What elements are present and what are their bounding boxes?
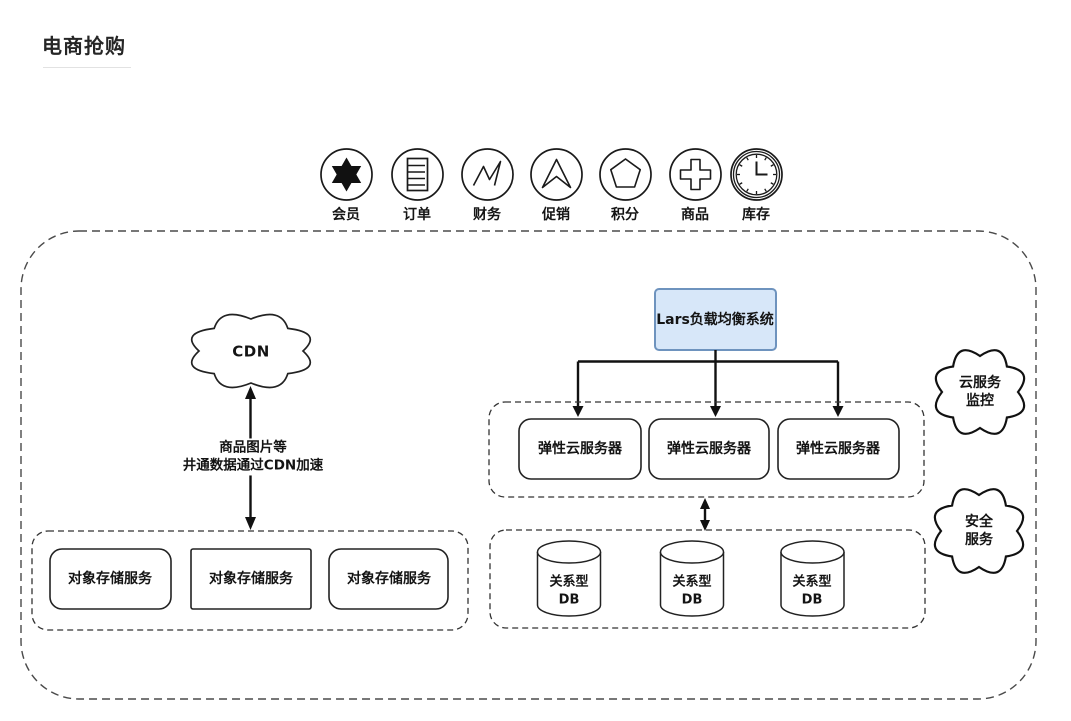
database-label: 关系型 DB (549, 574, 589, 607)
database-group (489, 529, 926, 629)
service-label: 库存 (742, 207, 770, 223)
monitor-cloud-label: 云服务 监控 (959, 374, 1001, 409)
object-storage-label: 对象存储服务 (347, 570, 431, 587)
elastic-server-label: 弹性云服务器 (667, 440, 751, 457)
service-label: 财务 (473, 207, 501, 223)
load-balancer-connectors (572, 350, 844, 417)
service-label: 促销 (542, 207, 570, 223)
title-underline (43, 67, 131, 68)
service-label: 订单 (403, 207, 431, 223)
elastic-server-node[interactable] (777, 418, 900, 480)
service-label: 商品 (681, 207, 709, 223)
service-points[interactable]: 积分 (585, 148, 665, 224)
order-list-icon (390, 148, 444, 201)
database-node[interactable] (780, 540, 845, 617)
cloud-platform-boundary (20, 230, 1037, 700)
points-pentagon-icon (598, 148, 652, 201)
service-order[interactable]: 订单 (377, 148, 457, 224)
service-member[interactable]: 会员 (306, 148, 386, 224)
server-db-connector (700, 498, 710, 531)
database-node[interactable] (536, 540, 602, 617)
object-storage-node[interactable] (190, 548, 312, 610)
service-label: 积分 (611, 207, 639, 223)
service-label: 会员 (332, 207, 360, 223)
database-label: 关系型 DB (672, 574, 712, 607)
monitor-cloud-node[interactable] (934, 349, 1026, 435)
service-promotion[interactable]: 促销 (516, 148, 596, 224)
object-storage-node[interactable] (49, 548, 172, 610)
elastic-servers-group (488, 401, 925, 498)
product-plus-icon (668, 148, 722, 201)
load-balancer-label: Lars负载均衡系统 (656, 311, 774, 328)
inventory-clock-icon (729, 148, 783, 201)
elastic-server-node[interactable] (518, 418, 642, 480)
member-star-icon (319, 148, 373, 201)
security-cloud-label: 安全 服务 (965, 513, 993, 548)
object-storage-label: 对象存储服务 (68, 570, 152, 587)
service-finance[interactable]: 财务 (447, 148, 527, 224)
elastic-server-label: 弹性云服务器 (538, 440, 622, 457)
finance-trend-icon (460, 148, 514, 201)
security-cloud-node[interactable] (933, 488, 1025, 574)
database-label: 关系型 DB (792, 574, 832, 607)
object-storage-node[interactable] (328, 548, 449, 610)
service-inventory[interactable]: 库存 (716, 148, 796, 224)
cdn-cloud-node[interactable] (190, 313, 312, 389)
database-node[interactable] (659, 540, 725, 617)
elastic-server-label: 弹性云服务器 (796, 440, 880, 457)
elastic-server-node[interactable] (648, 418, 770, 480)
promotion-arrow-icon (529, 148, 583, 201)
object-storage-label: 对象存储服务 (209, 570, 293, 587)
object-storage-group (31, 530, 469, 631)
page-title: 电商抢购 (42, 34, 126, 58)
cdn-note: 商品图片等 井通数据通过CDN加速 (179, 438, 327, 476)
cdn-label: CDN (232, 342, 270, 361)
service-product[interactable]: 商品 (655, 148, 735, 224)
